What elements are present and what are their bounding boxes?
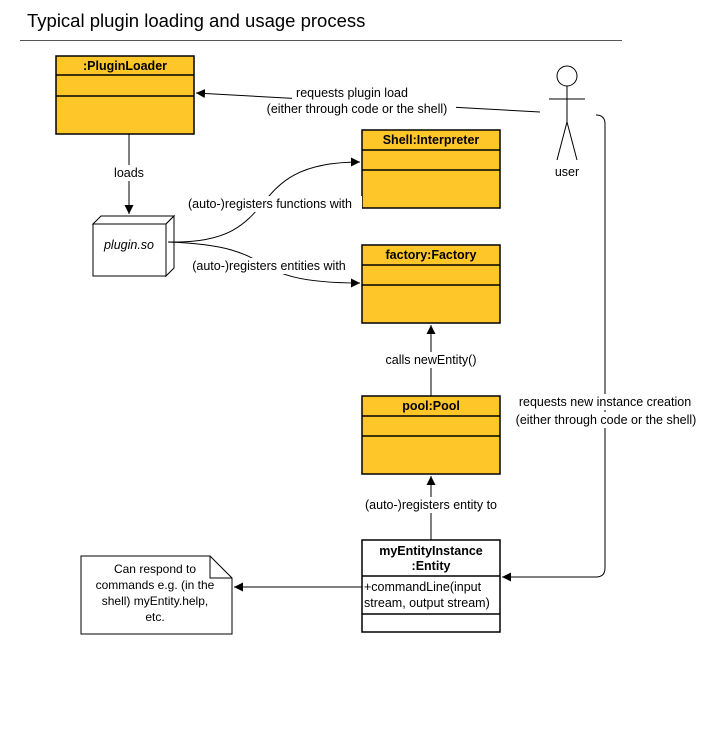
class-shell-interpreter[interactable]: Shell:Interpreter bbox=[361, 129, 501, 209]
note-line3: shell) myEntity.help, bbox=[102, 594, 208, 608]
pool-title: pool:Pool bbox=[402, 399, 460, 413]
note-box: Can respond to commands e.g. (in the she… bbox=[80, 555, 233, 635]
entity-title-line1: myEntityInstance bbox=[379, 544, 483, 558]
user-actor-label: user bbox=[555, 165, 579, 179]
shell-interpreter-title: Shell:Interpreter bbox=[383, 133, 480, 147]
label-calls-new-entity: calls newEntity() bbox=[386, 353, 477, 367]
class-factory[interactable]: factory:Factory bbox=[361, 244, 501, 324]
label-registers-entities: (auto-)registers entities with bbox=[192, 259, 346, 273]
user-actor-icon[interactable] bbox=[549, 65, 585, 161]
plugin-file-node[interactable]: plugin.so bbox=[91, 214, 176, 278]
label-registers-entity-to: (auto-)registers entity to bbox=[365, 498, 497, 512]
entity-method-line1: +commandLine(input bbox=[364, 580, 482, 594]
class-pool[interactable]: pool:Pool bbox=[361, 395, 501, 475]
title-divider bbox=[20, 40, 622, 41]
class-entity-instance[interactable]: myEntityInstance :Entity +commandLine(in… bbox=[361, 539, 501, 633]
label-requests-instance-1: requests new instance creation bbox=[519, 395, 691, 409]
entity-method-line2: stream, output stream) bbox=[364, 596, 490, 610]
label-requests-load-1: requests plugin load bbox=[296, 86, 408, 100]
note-line4: etc. bbox=[145, 610, 164, 624]
page-title: Typical plugin loading and usage process bbox=[27, 10, 366, 31]
label-requests-load-2: (either through code or the shell) bbox=[267, 102, 448, 116]
plugin-loader-title: :PluginLoader bbox=[83, 59, 167, 73]
label-registers-functions: (auto-)registers functions with bbox=[188, 197, 352, 211]
factory-title: factory:Factory bbox=[386, 248, 477, 262]
arrow-requests-new-instance bbox=[502, 114, 606, 582]
note-line2: commands e.g. (in the bbox=[96, 578, 215, 592]
label-requests-instance-2: (either through code or the shell) bbox=[516, 413, 697, 427]
class-plugin-loader[interactable]: :PluginLoader bbox=[55, 55, 195, 135]
entity-title-line2: :Entity bbox=[412, 559, 451, 573]
label-loads: loads bbox=[114, 166, 144, 180]
plugin-file-label: plugin.so bbox=[103, 238, 154, 252]
note-line1: Can respond to bbox=[114, 562, 196, 576]
